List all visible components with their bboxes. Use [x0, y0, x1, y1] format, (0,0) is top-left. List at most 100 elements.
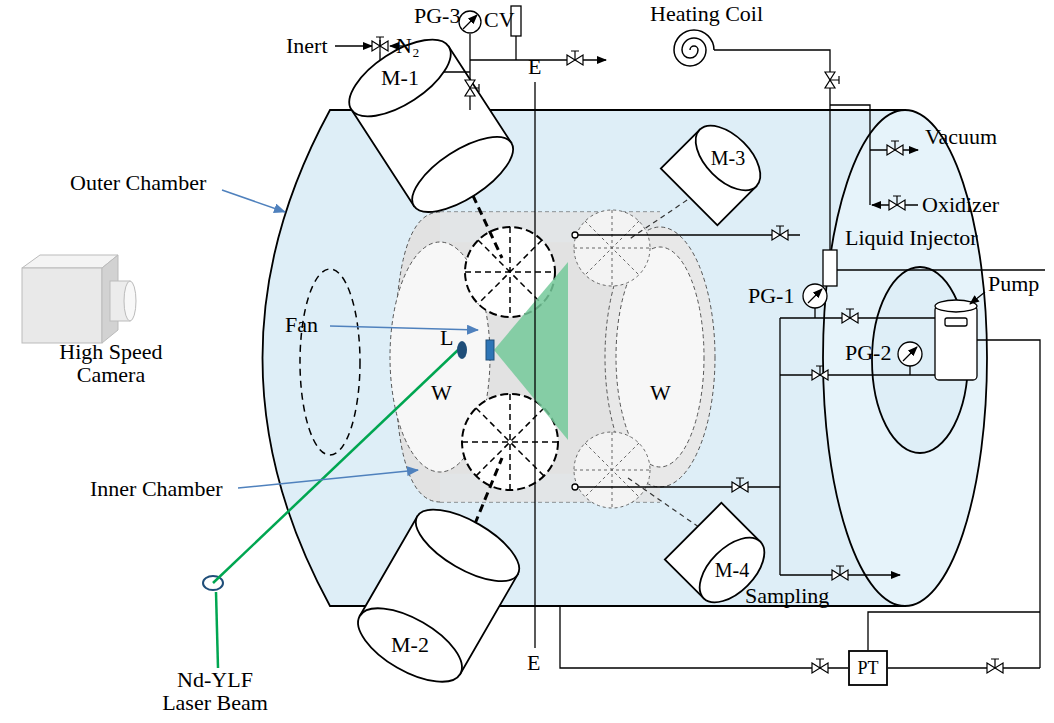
part-label: L — [440, 326, 453, 349]
transducer-box-outline — [849, 651, 887, 685]
gas-piping — [465, 80, 479, 96]
part-label: Inert — [286, 34, 328, 57]
part-label: M-2 — [391, 634, 429, 656]
pump-piping — [842, 309, 858, 323]
injector-piping — [830, 105, 870, 205]
inner-chamber — [390, 212, 715, 502]
motor-face: M-1 — [335, 13, 465, 143]
injector-piping — [823, 250, 837, 286]
injector-piping — [772, 226, 788, 240]
pump-piping — [560, 284, 1040, 673]
gas-piping — [372, 37, 388, 51]
motor-body — [401, 123, 524, 226]
outer-chamber — [263, 110, 988, 606]
outer-chamber — [263, 110, 906, 606]
part-label: Heating Coil — [650, 2, 763, 25]
pump-piping — [903, 347, 917, 361]
part-label: CV — [484, 8, 515, 31]
part-label: High Speed Camera — [55, 340, 167, 386]
camera-icon — [22, 268, 102, 343]
part-label: W — [650, 381, 671, 404]
leader-arrow — [238, 470, 418, 488]
motor-face: M-2 — [345, 580, 475, 710]
part-label: Outer Chamber — [70, 171, 206, 194]
injector-piping — [887, 141, 903, 155]
outer-chamber — [300, 269, 360, 455]
pump-piping — [935, 306, 977, 380]
laser-sheet — [216, 592, 218, 668]
gas-piping — [335, 45, 372, 46]
part-label: M-4 — [715, 560, 749, 580]
fan — [574, 432, 650, 508]
part-label: Sampling — [745, 584, 829, 607]
pump-piping — [808, 289, 822, 303]
pump-piping — [970, 292, 985, 304]
motor-face-outline — [347, 593, 473, 696]
pump-piping — [935, 300, 977, 312]
part-label: PG-2 — [845, 341, 891, 364]
part-label: M-3 — [711, 148, 745, 168]
gas-piping — [463, 15, 477, 29]
part-label: W — [431, 381, 452, 404]
part-label: Liquid Injector — [845, 226, 978, 249]
part-label: Vacuum — [925, 125, 997, 148]
laser-sheet — [486, 340, 494, 360]
pump-piping — [868, 612, 1040, 650]
gas-piping — [379, 40, 380, 52]
gas-piping — [567, 51, 583, 65]
fan — [462, 210, 650, 508]
laser-sheet — [457, 341, 467, 359]
laser-sheet — [494, 262, 568, 440]
pump-piping — [572, 484, 578, 490]
pump-piping — [977, 340, 1040, 668]
part-label: PG-3 — [414, 4, 460, 27]
part-label: Fan — [285, 313, 318, 336]
pump-piping — [909, 366, 910, 375]
motor-body — [405, 496, 529, 596]
pump-piping — [987, 659, 1003, 673]
pump-piping — [945, 318, 967, 326]
pump-piping — [832, 566, 848, 580]
pump-piping — [779, 318, 780, 575]
injector-piping — [572, 30, 1045, 286]
pump-piping — [812, 659, 828, 673]
camera-icon — [22, 255, 136, 343]
part-label: N₂ — [396, 34, 420, 57]
camera-icon — [22, 255, 118, 268]
outer-chamber — [823, 110, 987, 606]
motor-shaft — [628, 478, 706, 532]
fan — [574, 210, 650, 286]
injector-piping — [572, 232, 578, 238]
pump-piping — [732, 478, 748, 492]
part-label: PG-1 — [748, 284, 794, 307]
motor-face-outline — [337, 25, 463, 132]
pump-piping — [814, 308, 815, 318]
part-label: E — [527, 651, 540, 674]
pump-piping — [812, 366, 828, 380]
pump-piping — [803, 284, 827, 308]
part-label: M-1 — [381, 67, 419, 89]
section-line — [534, 82, 535, 648]
motor-face: M-3 — [680, 110, 776, 206]
injector-piping — [825, 72, 839, 88]
part-label: Inner Chamber — [90, 477, 223, 500]
leader-arrow — [222, 190, 478, 488]
part-label: Oxidizer — [922, 193, 999, 216]
pump-piping — [898, 342, 922, 366]
motor-face-outline — [684, 114, 772, 202]
pump-piping — [780, 374, 935, 375]
motor-shaft — [462, 172, 706, 548]
leader-arrow — [330, 326, 478, 330]
gas-piping — [469, 34, 470, 110]
leader-arrow — [222, 190, 285, 212]
injector-piping — [889, 196, 905, 210]
part-label: Nd-YLF Laser Beam — [160, 668, 270, 714]
fan — [574, 210, 650, 286]
injector-piping — [674, 30, 714, 66]
pump-piping — [575, 486, 780, 487]
pump-piping — [560, 606, 848, 668]
gas-piping — [515, 36, 516, 60]
pump-piping — [888, 667, 1040, 668]
part-label: PT — [857, 659, 878, 677]
